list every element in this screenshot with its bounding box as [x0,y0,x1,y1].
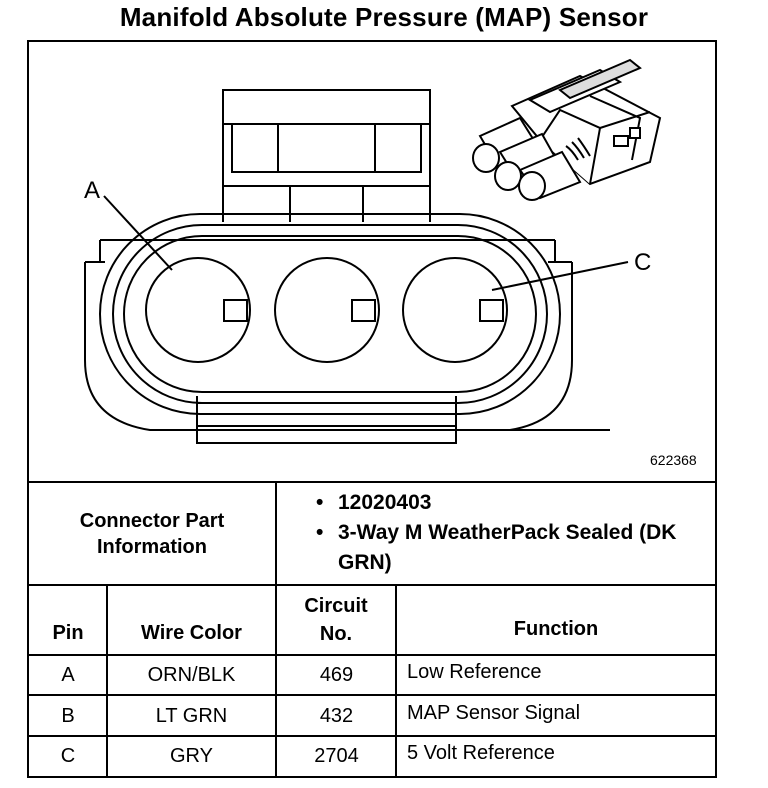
row-pin: A [61,664,75,686]
leader-c [491,261,629,291]
figure-part-number: 622368 [650,452,697,468]
row-wire-color: ORN/BLK [147,664,236,686]
leader-a [103,195,173,271]
connector-info-label: Connector Part Information [79,510,225,558]
page-title: Manifold Absolute Pressure (MAP) Sensor [119,2,649,32]
row-function: Low Reference [407,661,542,683]
header-pin: Pin [52,622,84,644]
row-wire-color: LT GRN [155,705,228,727]
bullet-icon: • [316,491,324,514]
cavity-c [402,257,508,363]
connector-info-list: • 12020403 • 3-Way M WeatherPack Sealed … [316,488,712,578]
connector-face [84,89,610,444]
row-pin: C [60,745,76,767]
row-circuit: 432 [319,705,354,727]
connector-info-item: • 3-Way M WeatherPack Sealed (DK GRN) [316,518,712,578]
pin-cavities [145,257,508,363]
header-circuit-no: Circuit No. [304,595,368,645]
row-circuit: 469 [319,664,354,686]
cavity-b [274,257,380,363]
row-circuit: 2704 [314,745,359,767]
connector-info-item: • 12020403 [316,488,712,518]
header-function: Function [513,618,599,640]
header-wire-color: Wire Color [141,622,242,644]
row-function: MAP Sensor Signal [407,702,581,724]
label-a: A [84,177,100,204]
label-c: C [634,249,651,276]
row-wire-color: GRY [170,745,213,767]
cavity-a [145,257,251,363]
row-pin: B [61,705,75,727]
connector-3d-illustration [472,58,662,201]
table-frame [27,481,717,778]
bullet-icon: • [316,521,324,544]
row-function: 5 Volt Reference [407,742,555,764]
